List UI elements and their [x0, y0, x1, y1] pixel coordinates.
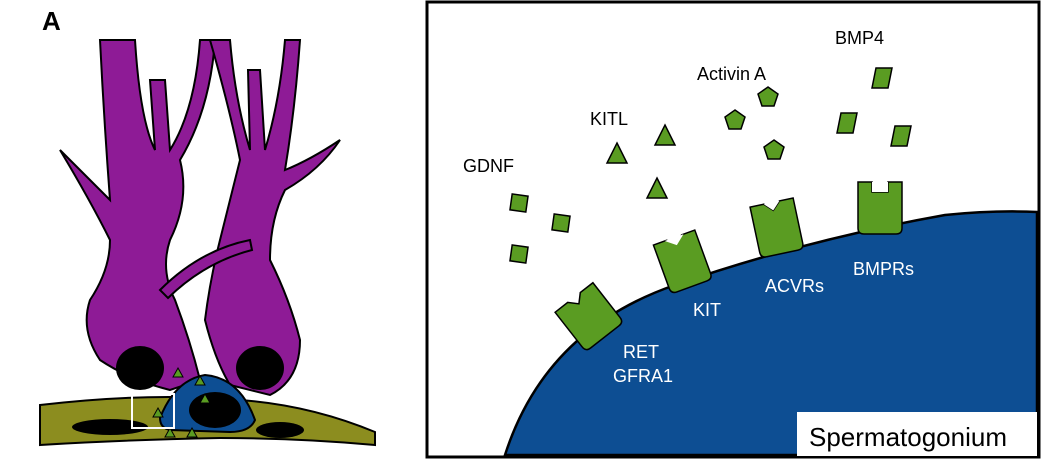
ligand-label-gdnf: GDNF [463, 156, 514, 176]
sertoli-nucleus-right [236, 346, 284, 390]
peritubular-nucleus-left [72, 419, 148, 435]
peritubular-nucleus-right [256, 422, 304, 438]
receptor-acvr [749, 197, 804, 258]
zoom-region-box [131, 393, 175, 429]
panel-a-letter: A [42, 6, 61, 36]
receptor-label-ret: RET [623, 342, 659, 362]
receptor-bmpr [857, 181, 903, 235]
cell-label-box [797, 412, 1037, 456]
receptor-label-bmprs: BMPRs [853, 259, 914, 279]
sertoli-cell-left [59, 39, 217, 392]
ligand-label-activin: Activin A [697, 64, 766, 84]
receptor-label-kit: KIT [693, 300, 721, 320]
spermatogonium-nucleus [189, 392, 241, 428]
kitl-ligands [605, 123, 677, 199]
panel-b-diagram: GDNF KITL Activin A BMP4 [425, 0, 1041, 459]
bmp4-ligands [836, 67, 912, 147]
ligand-label-bmp4: BMP4 [835, 28, 884, 48]
receptor-label-gfra1: GFRA1 [613, 366, 673, 386]
panel-a-illustration [39, 39, 376, 447]
ligand-label-kitl: KITL [590, 109, 628, 129]
gdnf-ligands [509, 193, 571, 264]
cell-label: Spermatogonium [809, 422, 1007, 452]
sertoli-nucleus-left [116, 346, 164, 390]
activin-ligands [724, 86, 785, 160]
receptor-label-acvrs: ACVRs [765, 276, 824, 296]
sertoli-branch [158, 238, 254, 300]
niche-ligands [152, 366, 211, 438]
receptor-ret-gfra1 [554, 281, 623, 351]
sertoli-cell-right [203, 39, 341, 397]
receptor-kit [652, 229, 712, 294]
